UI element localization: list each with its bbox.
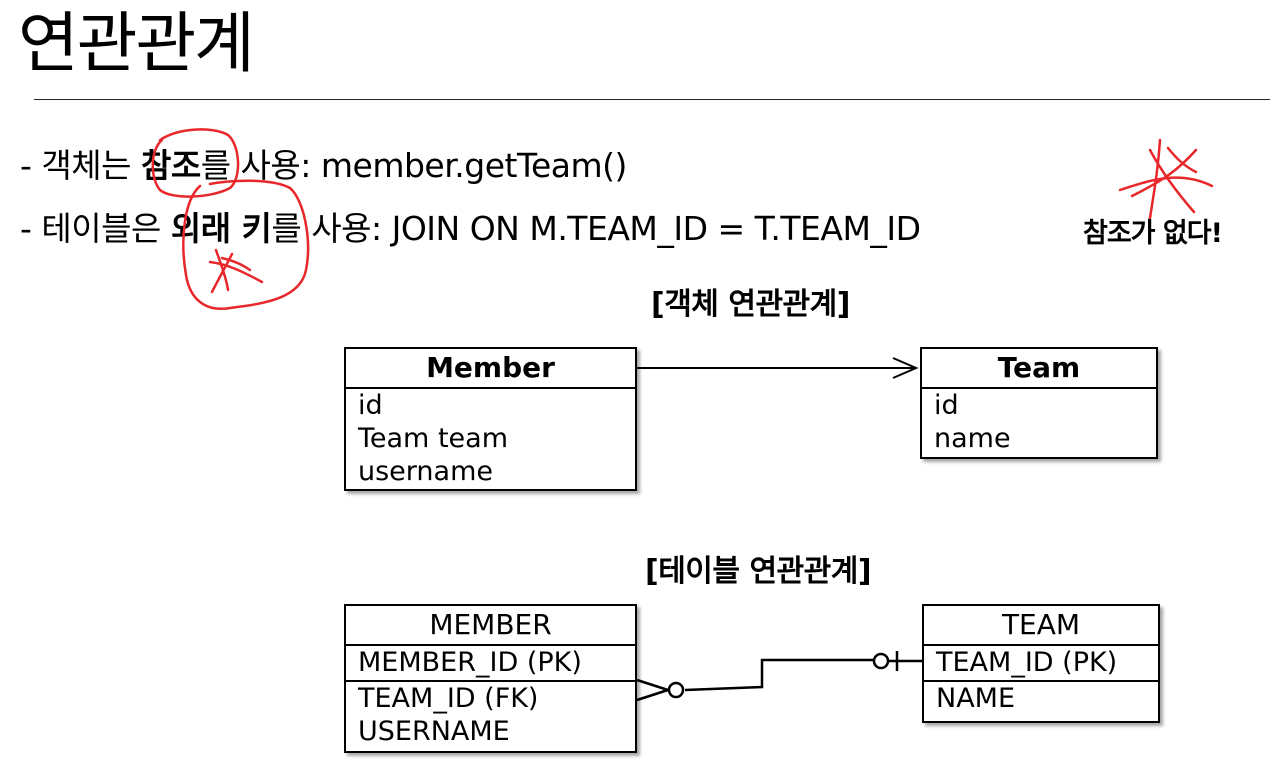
relationship-line — [636, 651, 922, 702]
bullet-bold: 참조 — [140, 146, 201, 185]
star-annotation — [1118, 138, 1214, 220]
star-annotation — [208, 248, 264, 294]
entity-attr: name — [934, 423, 1011, 454]
object-diagram-heading: [객체 연관관계] — [651, 287, 850, 322]
entity-team-object: Team id name — [920, 347, 1158, 459]
bullet-foreign-key: - 테이블은 외래 키를 사용: JOIN ON M.TEAM_ID = T.T… — [20, 209, 921, 249]
entity-attr-pk: TEAM_ID (PK) — [924, 646, 1158, 682]
page-title: 연관관계 — [18, 5, 255, 82]
entity-attr: id — [358, 390, 383, 421]
entity-member-table: MEMBER MEMBER_ID (PK) TEAM_ID (FK) USERN… — [344, 604, 637, 753]
entity-name: Member — [346, 349, 635, 389]
red-annotations — [151, 128, 1214, 310]
bullet-suffix: 를 사용: JOIN ON M.TEAM_ID = T.TEAM_ID — [271, 209, 921, 248]
entity-attr: id — [934, 390, 959, 421]
handwritten-note: 참조가 없다! — [1083, 218, 1223, 249]
association-arrow — [637, 357, 919, 379]
entity-name: TEAM — [924, 606, 1158, 646]
circle-annotation — [182, 179, 310, 310]
entity-attr: NAME — [936, 683, 1016, 714]
entity-attr: Team team — [358, 423, 508, 454]
entity-member-object: Member id Team team username — [344, 347, 637, 491]
title-divider — [34, 99, 1270, 100]
bullet-suffix: 를 사용: member.getTeam() — [200, 146, 628, 185]
entity-attr: username — [358, 456, 493, 487]
bullet-prefix: - 객체는 — [20, 146, 141, 185]
entity-team-table: TEAM TEAM_ID (PK) NAME — [922, 604, 1160, 723]
table-diagram-heading: [테이블 연관관계] — [645, 554, 872, 589]
bullet-bold: 외래 키 — [170, 209, 272, 248]
bullet-object-reference: - 객체는 참조를 사용: member.getTeam() — [20, 146, 627, 186]
entity-name: Team — [922, 349, 1156, 389]
entity-attr: USERNAME — [358, 716, 510, 747]
bullet-prefix: - 테이블은 — [20, 209, 171, 248]
entity-attr-pk: MEMBER_ID (PK) — [346, 646, 635, 682]
entity-name: MEMBER — [346, 606, 635, 646]
entity-attr: TEAM_ID (FK) — [358, 683, 539, 714]
circle-annotation — [151, 128, 240, 198]
